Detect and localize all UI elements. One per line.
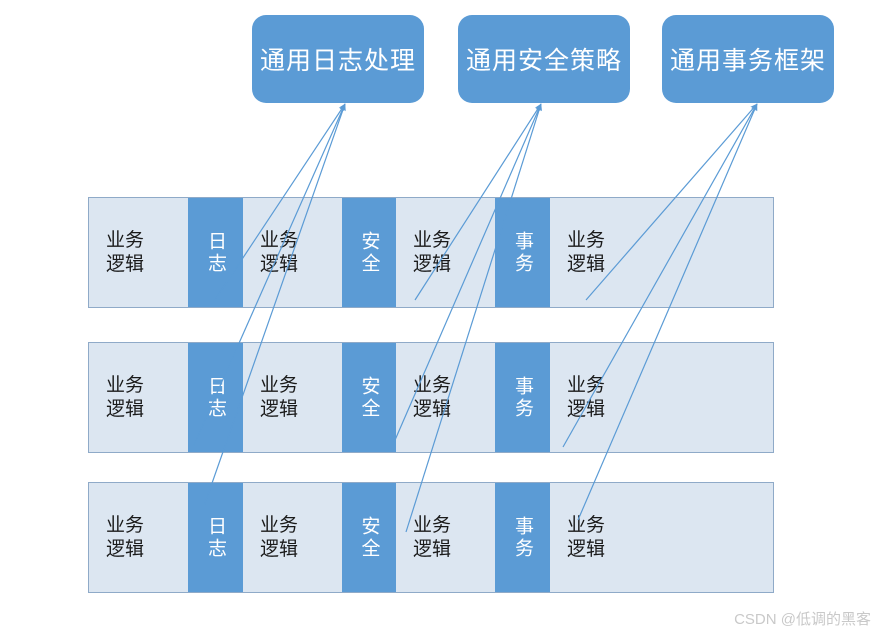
business-logic-label: 业务 逻辑 [260, 229, 299, 275]
aspect-cell-label: 事务 [512, 515, 533, 560]
business-logic-cell: 业务 逻辑 [396, 343, 495, 452]
business-logic-cell: 业务 逻辑 [89, 483, 188, 592]
business-logic-label: 业务 逻辑 [567, 374, 606, 420]
business-logic-cell: 业务 逻辑 [550, 343, 773, 452]
business-logic-cell: 业务 逻辑 [243, 483, 342, 592]
aspect-cell-label: 事务 [512, 230, 533, 275]
business-logic-cell: 业务 逻辑 [550, 198, 773, 307]
business-logic-label: 业务 逻辑 [106, 514, 145, 560]
aspect-cell-label: 事务 [512, 375, 533, 420]
business-logic-label: 业务 逻辑 [260, 374, 299, 420]
layer-row: 业务 逻辑日志业务 逻辑安全业务 逻辑事务业务 逻辑 [88, 197, 774, 308]
business-logic-cell: 业务 逻辑 [89, 343, 188, 452]
aspect-box-label: 通用安全策略 [465, 47, 622, 75]
aspect-cell-security[interactable]: 安全 [342, 198, 396, 307]
aspect-box-label: 通用事务框架 [669, 47, 826, 75]
connector-line-security [405, 103, 542, 533]
business-logic-cell: 业务 逻辑 [396, 483, 495, 592]
business-logic-cell: 业务 逻辑 [243, 343, 342, 452]
business-logic-cell: 业务 逻辑 [396, 198, 495, 307]
aspect-cell-transaction[interactable]: 事务 [495, 483, 550, 592]
aspect-cell-log[interactable]: 日志 [188, 483, 243, 592]
aspect-cell-label: 安全 [358, 515, 380, 560]
aspect-cell-log[interactable]: 日志 [188, 343, 243, 452]
aspect-box-2[interactable]: 通用安全策略 [458, 15, 630, 103]
business-logic-label: 业务 逻辑 [567, 514, 606, 560]
aspect-cell-security[interactable]: 安全 [342, 343, 396, 452]
layer-row: 业务 逻辑日志业务 逻辑安全业务 逻辑事务业务 逻辑 [88, 342, 774, 453]
connector-line-transaction [577, 103, 758, 521]
business-logic-label: 业务 逻辑 [106, 374, 145, 420]
aspect-cell-label: 安全 [358, 230, 380, 275]
business-logic-cell: 业务 逻辑 [89, 198, 188, 307]
aspect-cell-label: 安全 [358, 375, 380, 420]
business-logic-label: 业务 逻辑 [413, 374, 452, 420]
aspect-cell-label: 日志 [205, 230, 226, 275]
aspect-cell-label: 日志 [205, 515, 226, 560]
aspect-box-1[interactable]: 通用日志处理 [252, 15, 424, 103]
business-logic-label: 业务 逻辑 [413, 229, 452, 275]
aspect-box-3[interactable]: 通用事务框架 [662, 15, 834, 103]
aspect-box-label: 通用日志处理 [259, 47, 416, 75]
business-logic-label: 业务 逻辑 [260, 514, 299, 560]
business-logic-label: 业务 逻辑 [413, 514, 452, 560]
aspect-cell-transaction[interactable]: 事务 [495, 198, 550, 307]
business-logic-label: 业务 逻辑 [106, 229, 145, 275]
aspect-cell-security[interactable]: 安全 [342, 483, 396, 592]
aspect-cell-transaction[interactable]: 事务 [495, 343, 550, 452]
business-logic-cell: 业务 逻辑 [550, 483, 773, 592]
layer-row: 业务 逻辑日志业务 逻辑安全业务 逻辑事务业务 逻辑 [88, 482, 774, 593]
business-logic-cell: 业务 逻辑 [243, 198, 342, 307]
business-logic-label: 业务 逻辑 [567, 229, 606, 275]
aspect-cell-log[interactable]: 日志 [188, 198, 243, 307]
aspect-cell-label: 日志 [205, 375, 226, 420]
watermark-text: CSDN @低调的黑客 [734, 611, 871, 628]
